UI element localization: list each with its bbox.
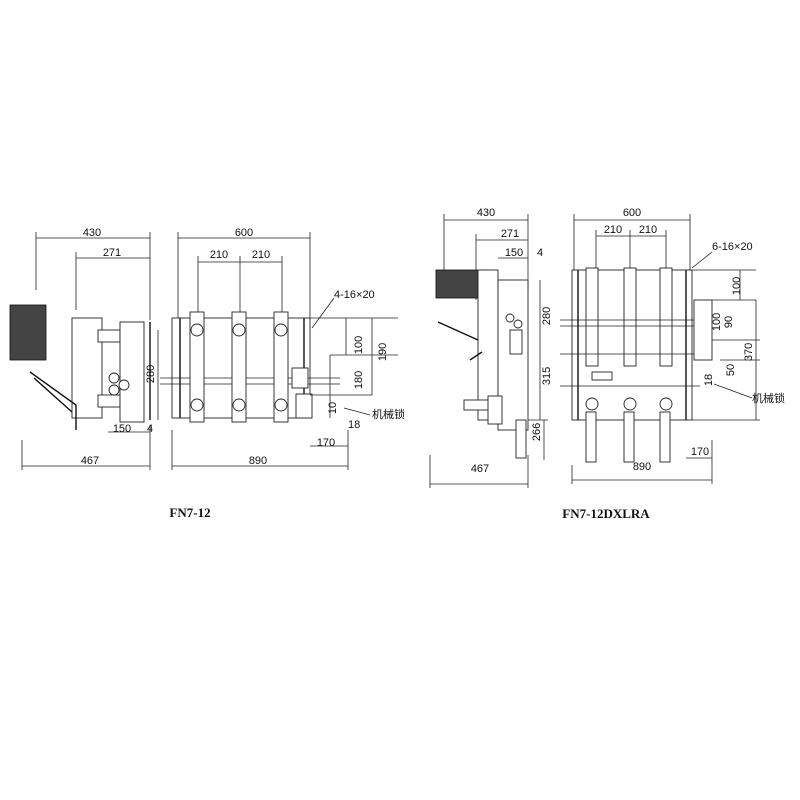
- dim-170: 170: [317, 437, 335, 449]
- dim-210-a: 210: [210, 249, 228, 261]
- dim-180: 180: [353, 371, 365, 389]
- dim-280: 280: [145, 365, 157, 383]
- mechanical-lock-label: 机械锁: [372, 407, 405, 421]
- dim-315: 315: [541, 367, 553, 385]
- dim-18: 18: [703, 374, 715, 386]
- dim-50: 50: [725, 364, 737, 376]
- dim-890: 890: [633, 461, 651, 473]
- dim-890: 890: [249, 455, 267, 467]
- dim-90: 90: [723, 316, 735, 328]
- dim-4: 4: [147, 423, 153, 435]
- dim-150: 150: [505, 247, 523, 259]
- fn7-12dxlra-drawing: [429, 214, 760, 488]
- hole-spec: 6-16×20: [712, 241, 753, 253]
- dim-600: 600: [623, 207, 641, 219]
- dim-430: 430: [83, 227, 101, 239]
- dim-190: 190: [377, 343, 389, 361]
- dim-271: 271: [103, 247, 121, 259]
- dim-467: 467: [471, 463, 489, 475]
- dim-210-b: 210: [252, 249, 270, 261]
- caption-fn7-12dxlra: FN7-12DXLRA: [562, 506, 650, 521]
- fn7-12-drawing: [9, 232, 398, 470]
- dim-18: 18: [348, 419, 360, 431]
- dim-266: 266: [531, 423, 543, 441]
- dim-210-b: 210: [639, 224, 657, 236]
- mechanical-lock-label: 机械锁: [752, 391, 785, 405]
- dim-100-a: 100: [731, 277, 743, 295]
- hole-spec: 4-16×20: [334, 289, 375, 301]
- dim-370: 370: [743, 343, 755, 361]
- dim-100: 100: [353, 336, 365, 354]
- dim-150: 150: [113, 423, 131, 435]
- dim-100-b: 100: [711, 313, 723, 331]
- dim-430: 430: [477, 207, 495, 219]
- dim-210-a: 210: [604, 224, 622, 236]
- dim-600: 600: [235, 227, 253, 239]
- dim-271: 271: [501, 228, 519, 240]
- dim-280: 280: [541, 307, 553, 325]
- caption-fn7-12: FN7-12: [169, 505, 210, 520]
- dim-467: 467: [81, 455, 99, 467]
- dim-4: 4: [537, 247, 543, 259]
- dim-10: 10: [327, 402, 339, 414]
- dim-170: 170: [691, 446, 709, 458]
